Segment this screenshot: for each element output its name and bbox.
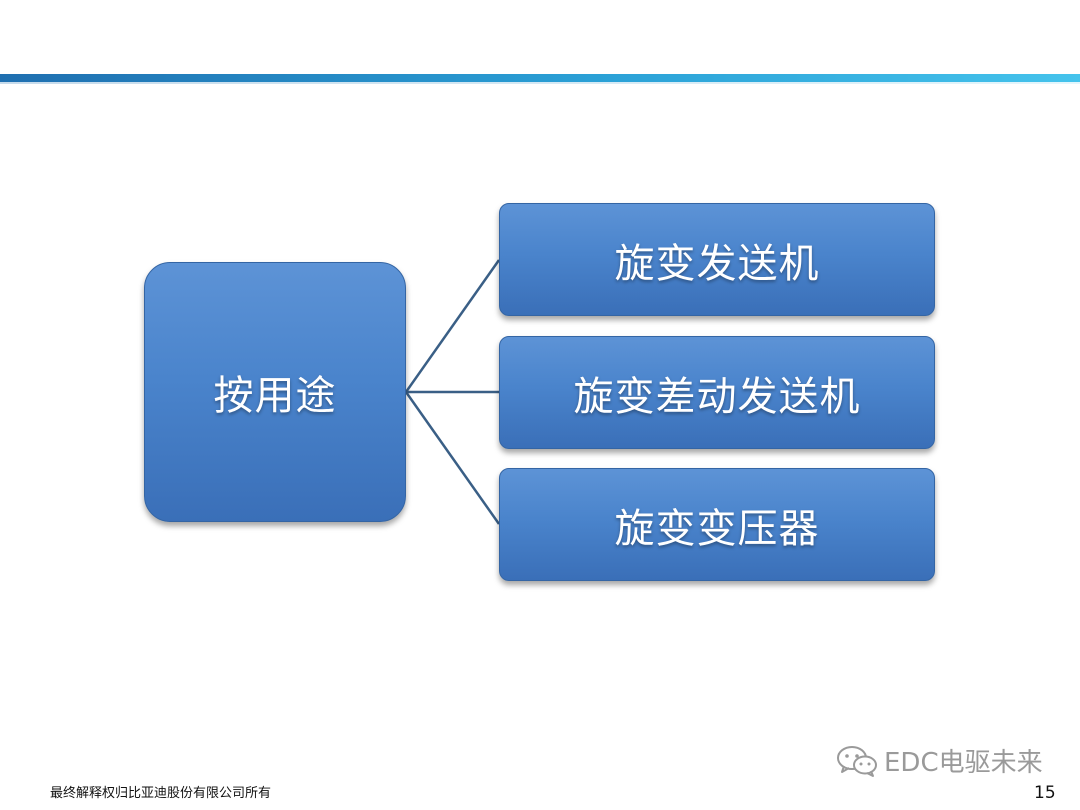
page-number: 15 [1034,783,1056,803]
copyright-notice: 最终解释权归比亚迪股份有限公司所有 [50,786,272,801]
child-node-1: 旋变发送机 [499,203,935,316]
watermark-text: EDC电驱未来 [884,748,1043,778]
child-node-label: 旋变差动发送机 [573,373,861,420]
connector-3 [404,391,501,525]
header-divider [0,74,1080,84]
root-node-label: 按用途 [213,373,337,419]
wechat-icon [837,745,877,777]
root-node: 按用途 [144,262,406,522]
watermark: EDC电驱未来 [836,742,1043,779]
child-node-label: 旋变变压器 [614,505,820,552]
connector-1 [404,259,501,393]
child-node-3: 旋变变压器 [499,468,935,581]
child-node-2: 旋变差动发送机 [499,336,935,449]
child-node-label: 旋变发送机 [614,240,820,287]
